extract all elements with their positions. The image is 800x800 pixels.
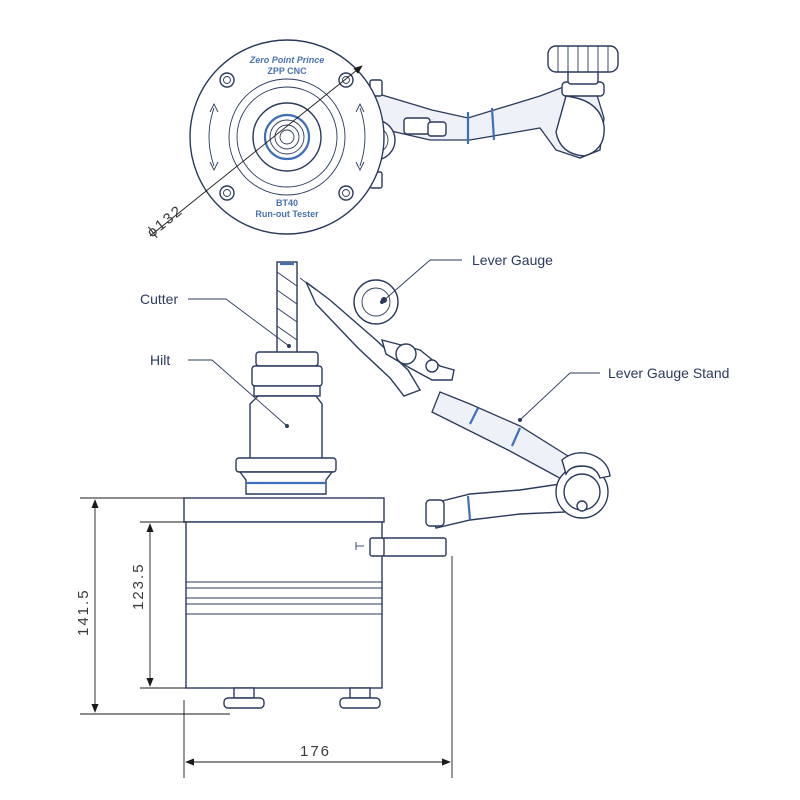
side-view: Cutter Hilt Lever Gauge Lever Gauge Stan… bbox=[75, 252, 729, 778]
plate-brand: Zero Point Prince bbox=[249, 55, 325, 65]
top-view-gauge-arm bbox=[354, 45, 619, 161]
knob-icon bbox=[547, 45, 619, 73]
plate-model: BT40 bbox=[276, 198, 298, 208]
top-plate bbox=[189, 39, 385, 235]
dim-total-height: 141.5 bbox=[75, 588, 92, 636]
base-body bbox=[185, 521, 383, 689]
dimension-lines bbox=[80, 497, 453, 778]
gauge-dial-icon bbox=[353, 279, 399, 325]
dim-width: 176 bbox=[300, 743, 331, 760]
base-top bbox=[183, 497, 385, 523]
feet bbox=[223, 687, 381, 709]
label-lever-gauge: Lever Gauge bbox=[472, 252, 553, 268]
top-view: Zero Point Prince ZPP CNC BT40 Run-out T… bbox=[144, 39, 619, 241]
label-hilt: Hilt bbox=[150, 352, 170, 368]
lever-gauge bbox=[299, 277, 455, 397]
plate-sub: ZPP CNC bbox=[267, 66, 307, 76]
label-cutter: Cutter bbox=[140, 291, 178, 307]
dim-body-height: 123.5 bbox=[130, 562, 147, 610]
label-lever-gauge-stand: Lever Gauge Stand bbox=[608, 365, 729, 381]
dim-diameter: ϕ132 bbox=[144, 202, 187, 241]
lever-gauge-stand bbox=[425, 391, 611, 529]
cutter-icon bbox=[276, 261, 298, 357]
plate-name: Run-out Tester bbox=[255, 209, 319, 219]
bolt-icons bbox=[219, 72, 354, 201]
